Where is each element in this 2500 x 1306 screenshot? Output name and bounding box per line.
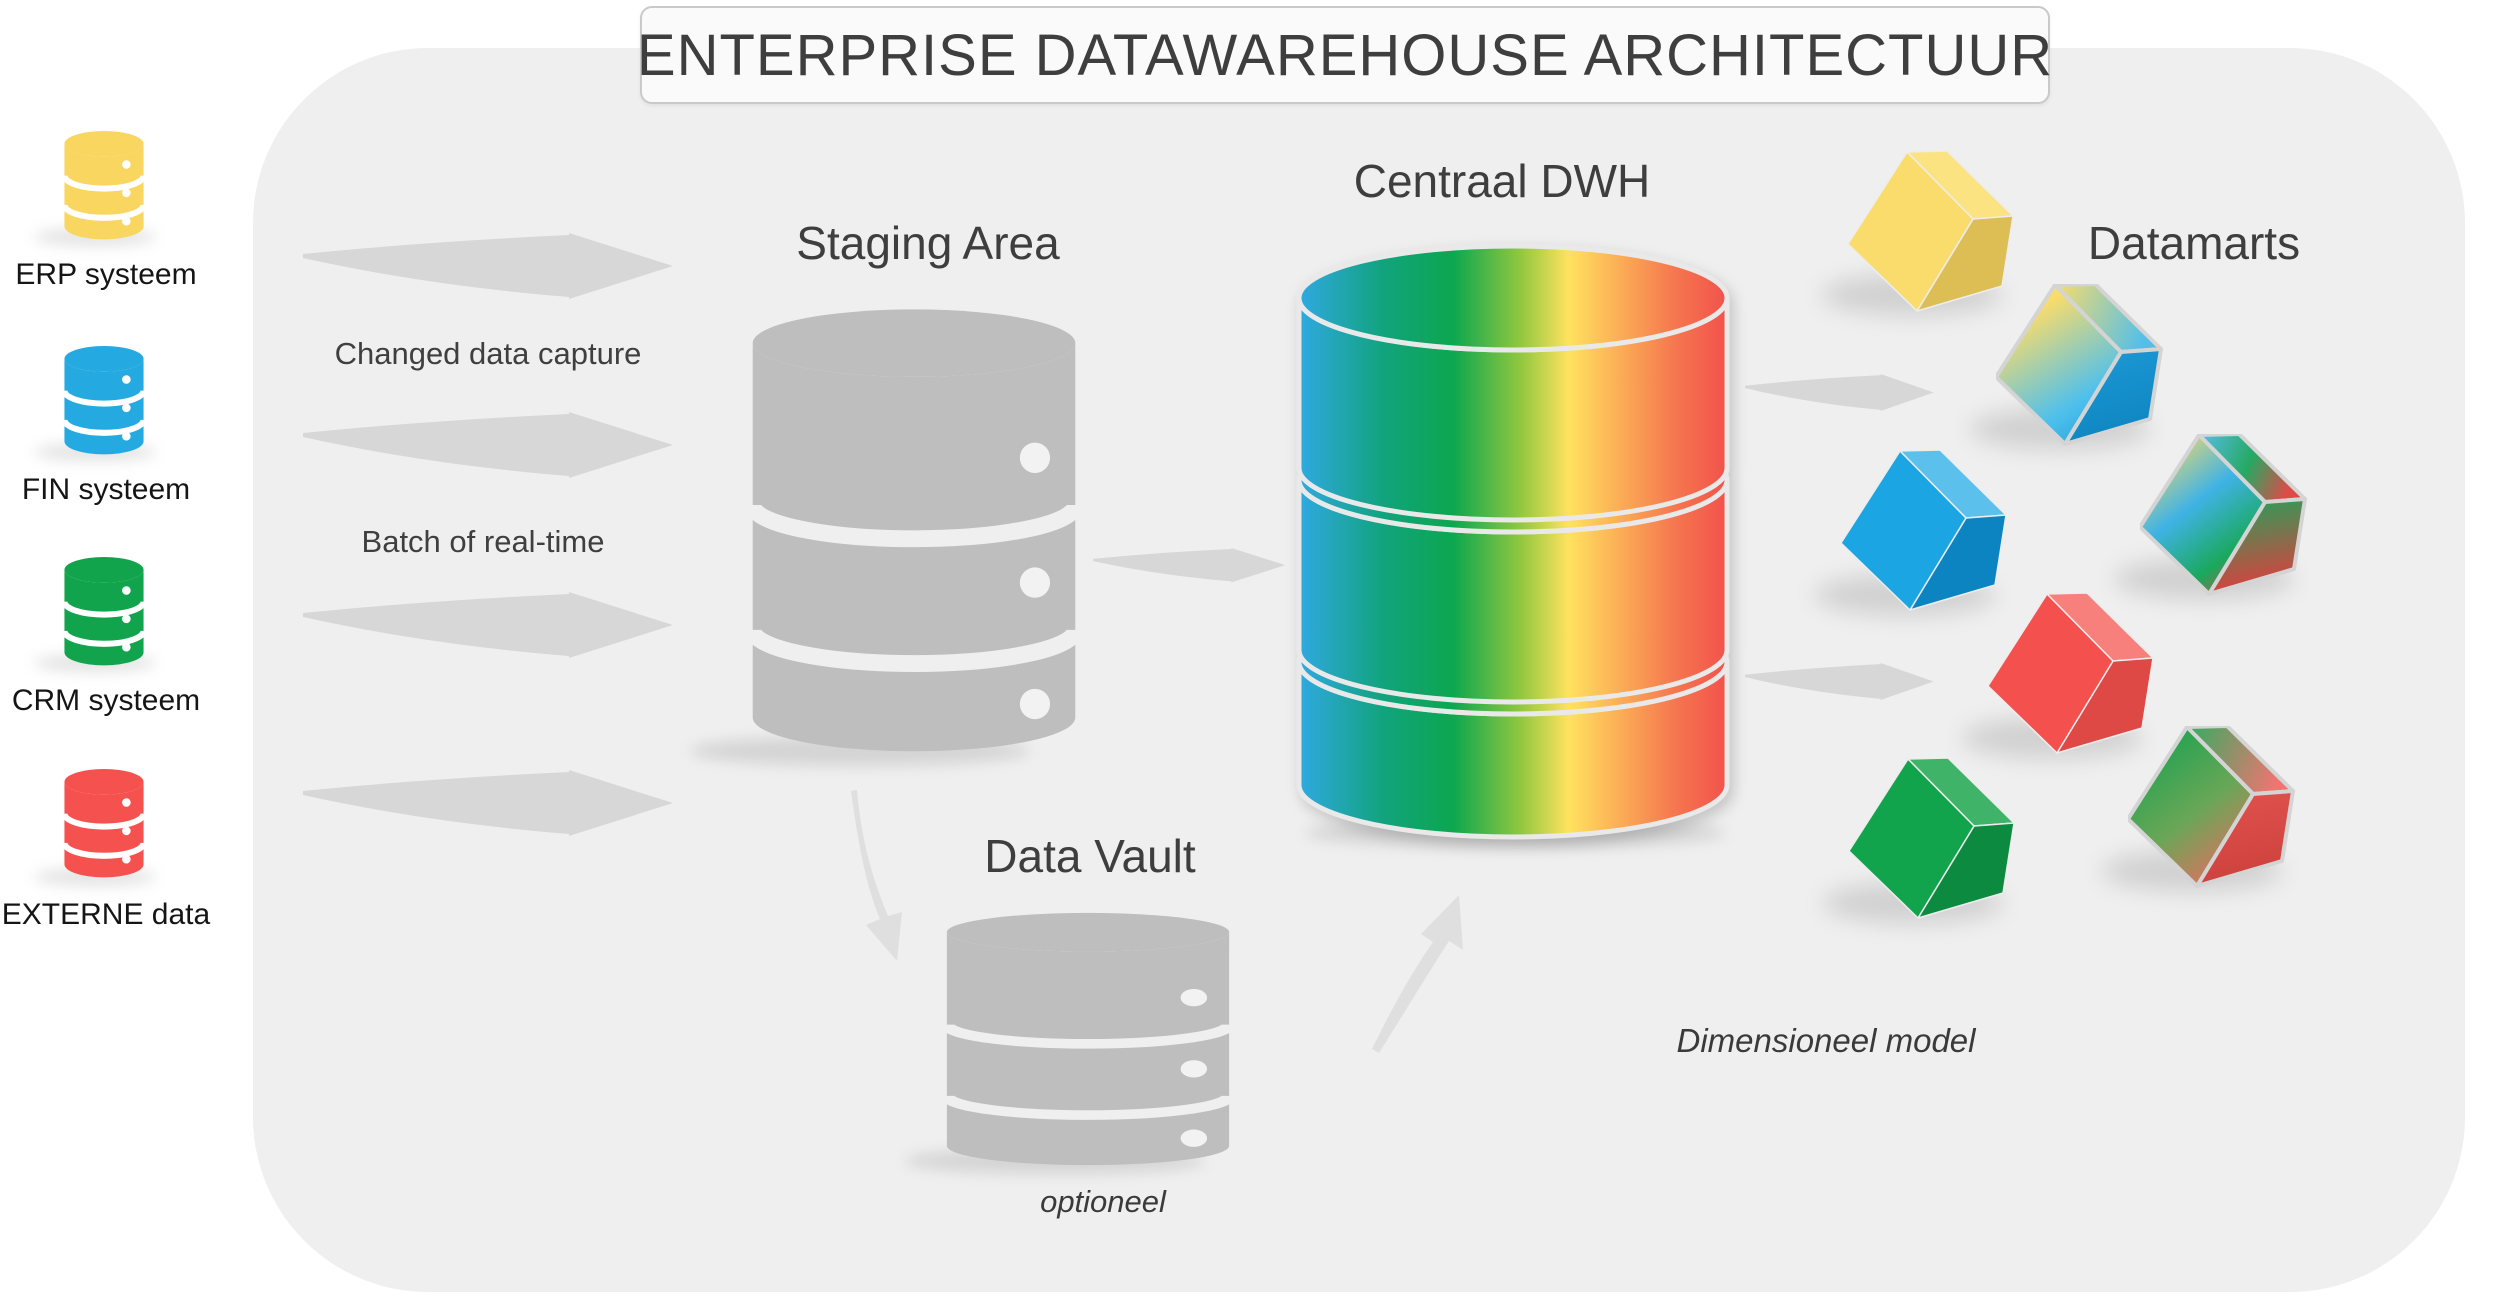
page-title: ENTERPRISE DATAWAREHOUSE ARCHITECTUUR bbox=[636, 22, 2054, 88]
fin-label: FIN systeem bbox=[21, 473, 191, 506]
externe-label: EXTERNE data bbox=[1, 898, 211, 931]
multicolor-datamart-cube-icon bbox=[2140, 434, 2307, 596]
erp-label: ERP systeem bbox=[15, 258, 197, 291]
red-datamart-cube-icon bbox=[1988, 593, 2154, 754]
green-red-datamart-cube-icon bbox=[2128, 726, 2295, 888]
crm-database-icon bbox=[61, 556, 147, 666]
optioneel-note: optioneel bbox=[1040, 1184, 1166, 1219]
changed-data-capture-label: Changed data capture bbox=[334, 336, 642, 371]
blue-datamart-cube-icon bbox=[1841, 450, 2007, 611]
fin-database-icon bbox=[61, 345, 147, 455]
data-vault-database-icon bbox=[941, 912, 1235, 1166]
data-vault-title: Data Vault bbox=[984, 830, 1196, 882]
staging-database-icon bbox=[746, 309, 1082, 752]
staging-area-title: Staging Area bbox=[796, 217, 1060, 269]
title-box: ENTERPRISE DATAWAREHOUSE ARCHITECTUUR bbox=[636, 6, 2054, 104]
green-datamart-cube-icon bbox=[1849, 758, 2015, 919]
centraal-dwh-icon bbox=[1296, 243, 1730, 840]
crm-label: CRM systeem bbox=[11, 684, 201, 717]
datamarts-title: Datamarts bbox=[2087, 217, 2301, 269]
batch-or-realtime-label: Batch of real-time bbox=[361, 524, 605, 559]
erp-database-icon bbox=[61, 130, 147, 240]
dimensioneel-model-note: Dimensioneel model bbox=[1676, 1022, 1976, 1059]
centraal-dwh-title: Centraal DWH bbox=[1353, 155, 1651, 207]
externe-database-icon bbox=[61, 768, 147, 878]
yellow-blue-datamart-cube-icon bbox=[1996, 284, 2163, 446]
yellow-datamart-cube-icon bbox=[1848, 151, 2014, 312]
